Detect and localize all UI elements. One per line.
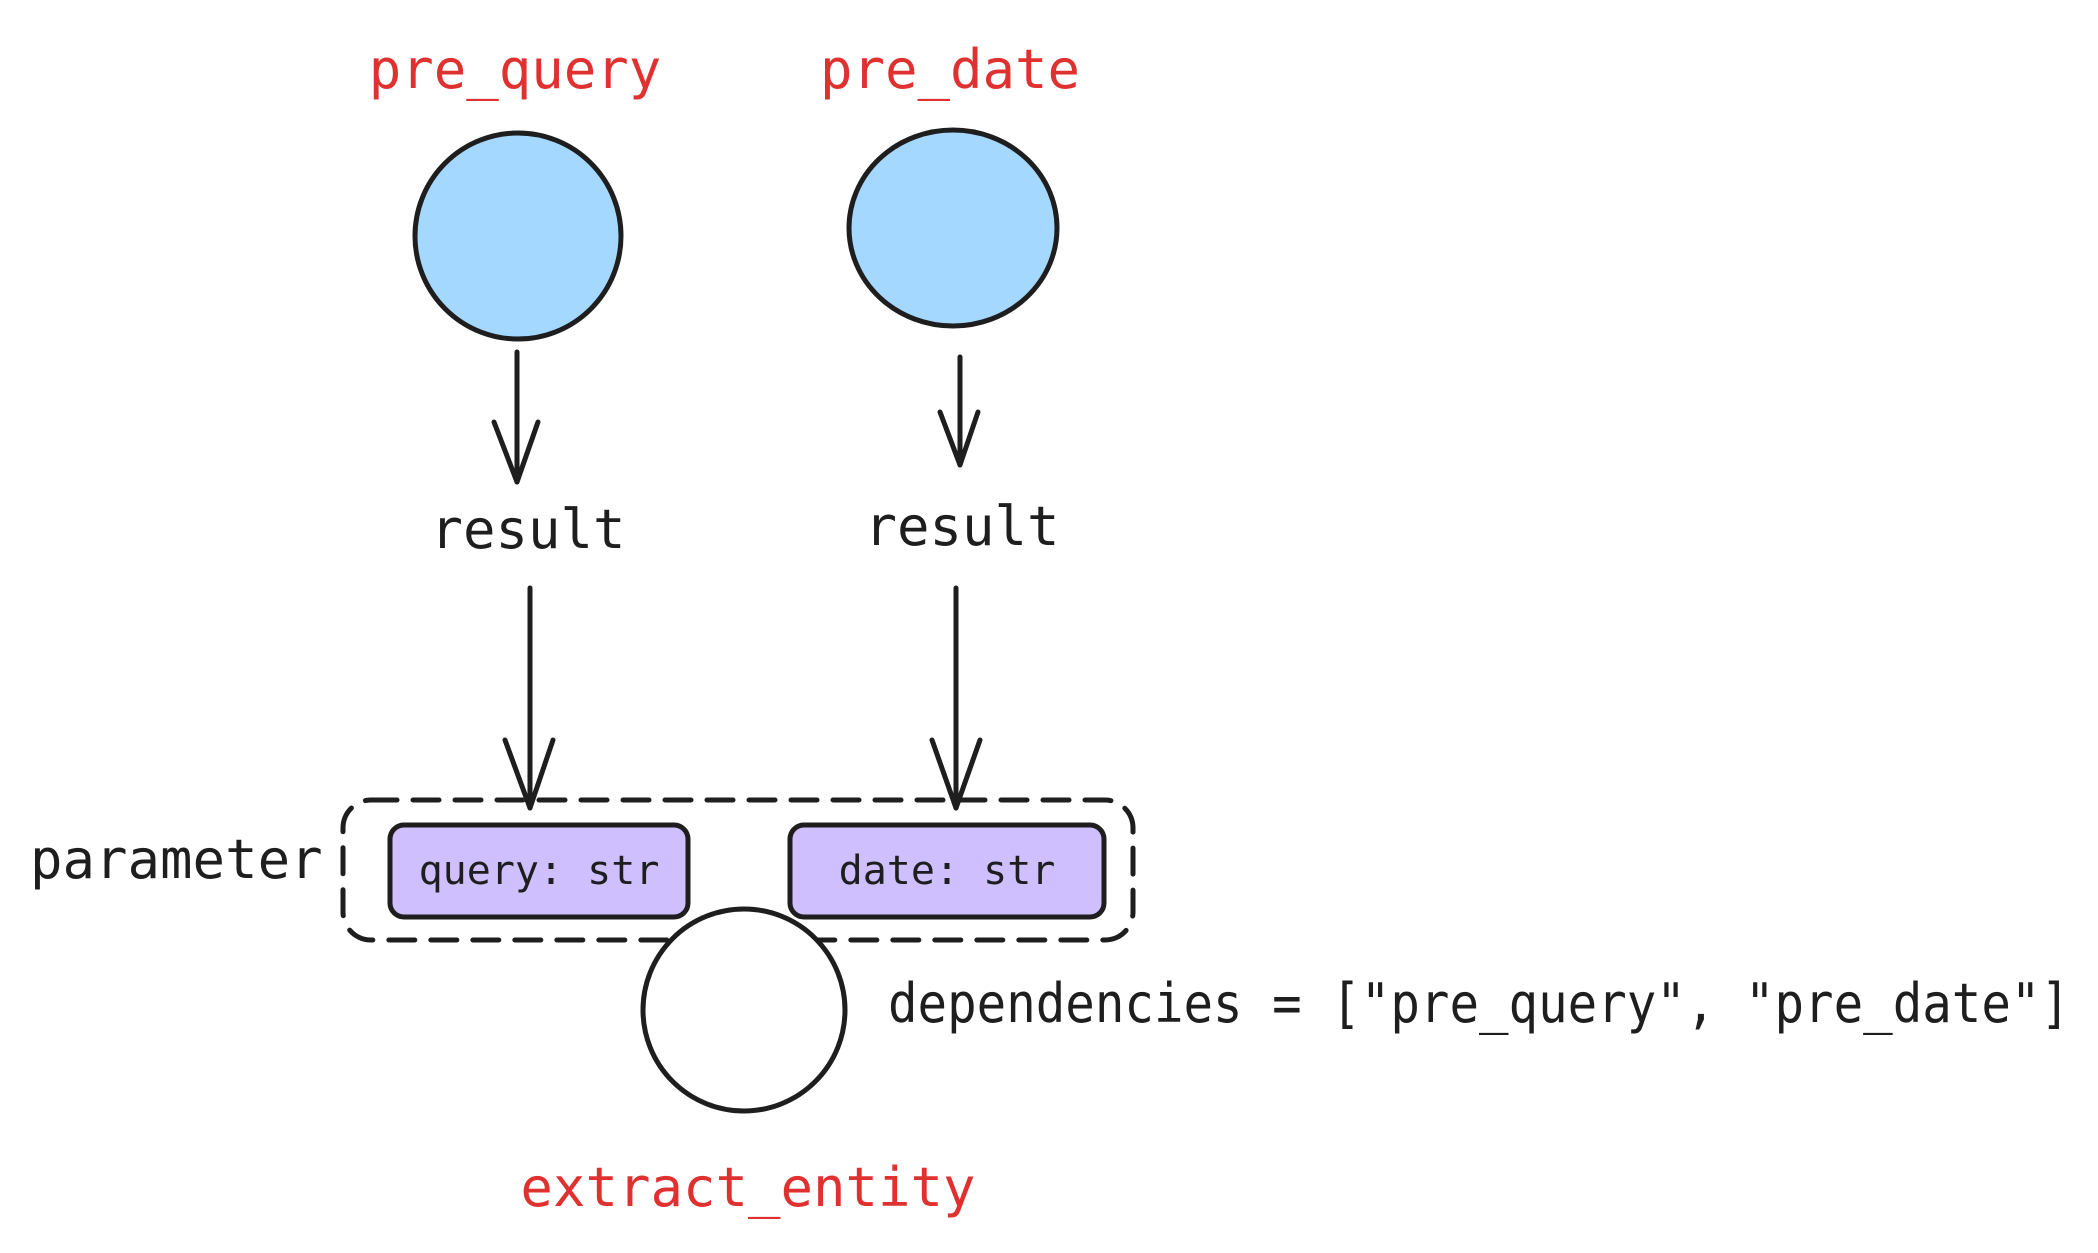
pre-date-node-title: pre_date	[820, 38, 1080, 101]
pre-date-to-result-arrow	[937, 354, 981, 468]
pre-query-result-label: result	[430, 498, 625, 561]
query-param-box[interactable]	[387, 822, 691, 920]
pre-query-node[interactable]	[412, 130, 624, 342]
pre-date-result-label: result	[864, 495, 1059, 558]
date-param-label: date: str	[839, 848, 1056, 894]
pre-date-node[interactable]	[846, 127, 1060, 329]
result-to-date-param-arrow	[929, 585, 983, 811]
query-param-label: query: str	[419, 848, 660, 894]
result-to-query-param-arrow	[502, 585, 556, 811]
date-param-box[interactable]	[787, 822, 1107, 920]
parameter-group-label: parameter	[30, 828, 323, 891]
dependencies-text: dependencies = ["pre_query", "pre_date"]	[888, 972, 2070, 1035]
extract-entity-node-title: extract_entity	[520, 1156, 975, 1219]
extract-entity-node[interactable]	[640, 906, 848, 1114]
pre-query-node-title: pre_query	[369, 38, 662, 101]
pre-query-to-result-arrow	[491, 349, 541, 485]
